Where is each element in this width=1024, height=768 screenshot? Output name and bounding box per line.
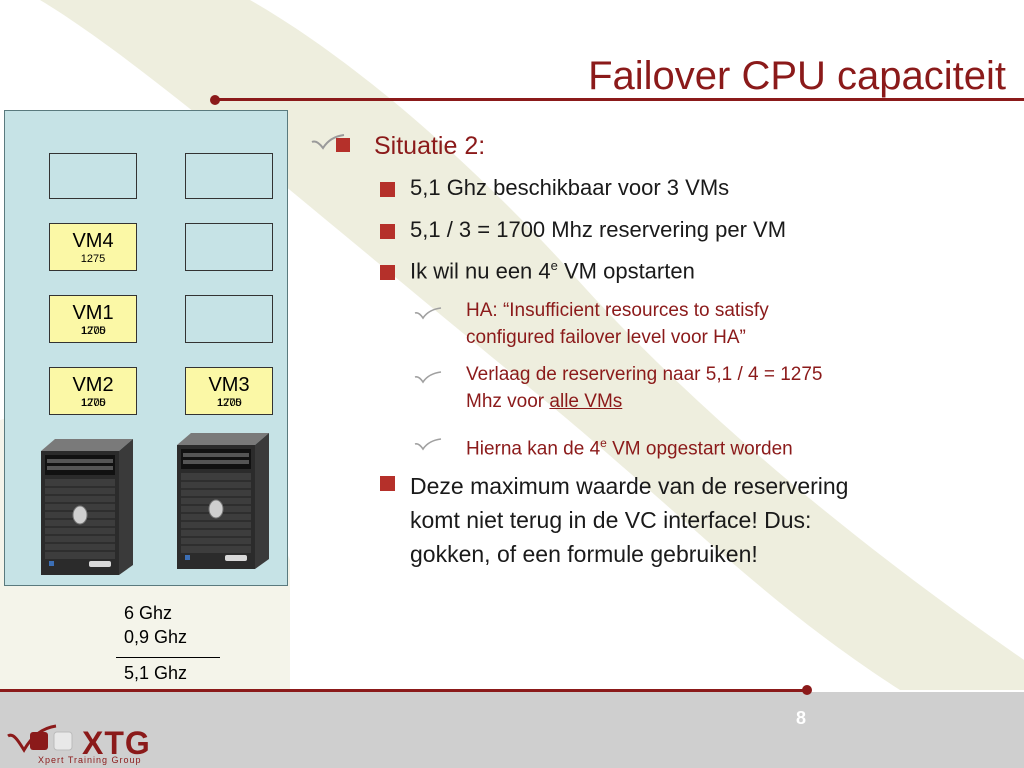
page-number: 8 <box>796 708 807 728</box>
bullet-1: 5,1 Ghz beschikbaar voor 3 VMs <box>410 175 730 200</box>
bullet-3-sup: e <box>550 258 558 273</box>
title-dot <box>210 95 220 105</box>
bullet-4-line-1: Deze maximum waarde van de reservering <box>410 473 849 499</box>
subbullet-3: Hierna kan de 4e VM opgestart worden <box>466 430 793 462</box>
vm1-box: VM1 1275 1700 <box>49 295 137 343</box>
empty-slot-3 <box>185 223 273 271</box>
subbullet-2-pre: Mhz voor <box>466 391 550 412</box>
vm4-box: VM4 1275 <box>49 223 137 271</box>
vm1-name: VM1 <box>72 302 114 324</box>
bullet-square-2 <box>380 224 395 239</box>
bullet-3-post: VM opstarten <box>557 258 695 284</box>
bullet-4-line-3: gokken, of een formule gebruiken! <box>410 541 758 567</box>
subbullet-2-line-1: Verlaag de reservering naar 5,1 / 4 = 12… <box>466 364 823 385</box>
xtg-logo-icon <box>7 724 73 753</box>
bullet-square-4 <box>380 476 395 491</box>
subbullet-1-line-2: configured failover level voor HA” <box>466 327 746 348</box>
calc-divider <box>116 657 220 658</box>
footer-dot <box>802 685 812 695</box>
calc-result: 5,1 Ghz <box>124 663 188 683</box>
cluster-panel: VM4 1275 VM1 1275 1700 VM2 1275 1700 VM3… <box>4 110 288 586</box>
logo-subtitle: Xpert Training Group <box>38 755 142 765</box>
bullet-3-pre: Ik wil nu een 4 <box>410 258 551 284</box>
alle-vms-link[interactable]: alle VMs <box>549 391 623 412</box>
vm4-value: 1275 <box>80 253 106 265</box>
check-subbullet-icon-2 <box>414 371 442 384</box>
vm2-value-a: 1275 <box>80 397 106 409</box>
title-underline <box>215 98 1024 101</box>
subbullet-3-post: VM opgestart worden <box>606 438 793 460</box>
vm4-name: VM4 <box>72 230 114 252</box>
vm3-box: VM3 1275 1700 <box>185 367 273 415</box>
subbullet-1-line-1: HA: “Insufficient resources to satisfy <box>466 300 769 321</box>
vm2-value-b: 1700 <box>81 397 106 409</box>
vm3-value-a: 1275 <box>216 397 242 409</box>
bullet-4-line-2: komt niet terug in de VC interface! Dus: <box>410 507 812 533</box>
bullet-square-1 <box>380 182 395 197</box>
subbullet-2-line-2: Mhz voor alle VMs <box>466 389 622 415</box>
empty-slot-2 <box>185 153 273 199</box>
vm2-name: VM2 <box>72 374 114 396</box>
server-2-icon <box>177 433 269 569</box>
footer-line <box>0 689 808 692</box>
calc-line-1: 6 Ghz <box>124 603 173 623</box>
bullet-square-3 <box>380 265 395 280</box>
subbullet-3-sup: e <box>600 436 607 450</box>
subbullet-3-pre: Hierna kan de 4 <box>466 438 601 460</box>
footer-bar <box>0 692 1024 768</box>
vm3-name: VM3 <box>208 374 250 396</box>
server-1-icon <box>41 439 133 575</box>
empty-slot-4 <box>185 295 273 343</box>
empty-slot-1 <box>49 153 137 199</box>
calc-line-2: 0,9 Ghz <box>124 627 188 647</box>
check-subbullet-icon-1 <box>414 307 442 320</box>
bullet-2: 5,1 / 3 = 1700 Mhz reservering per VM <box>410 217 787 242</box>
logo-text: XTG <box>82 725 151 761</box>
vm2-box: VM2 1275 1700 <box>49 367 137 415</box>
heading-situatie: Situatie 2: <box>374 132 486 160</box>
vm1-value-b: 1700 <box>81 325 106 337</box>
bullet-3: Ik wil nu een 4e VM opstarten <box>410 258 695 284</box>
vm3-value-b: 1700 <box>217 397 242 409</box>
check-bullet-icon <box>311 134 350 152</box>
vm1-value-a: 1275 <box>80 325 106 337</box>
check-subbullet-icon-3 <box>414 438 442 451</box>
slide-title: Failover CPU capaciteit <box>588 54 1006 98</box>
